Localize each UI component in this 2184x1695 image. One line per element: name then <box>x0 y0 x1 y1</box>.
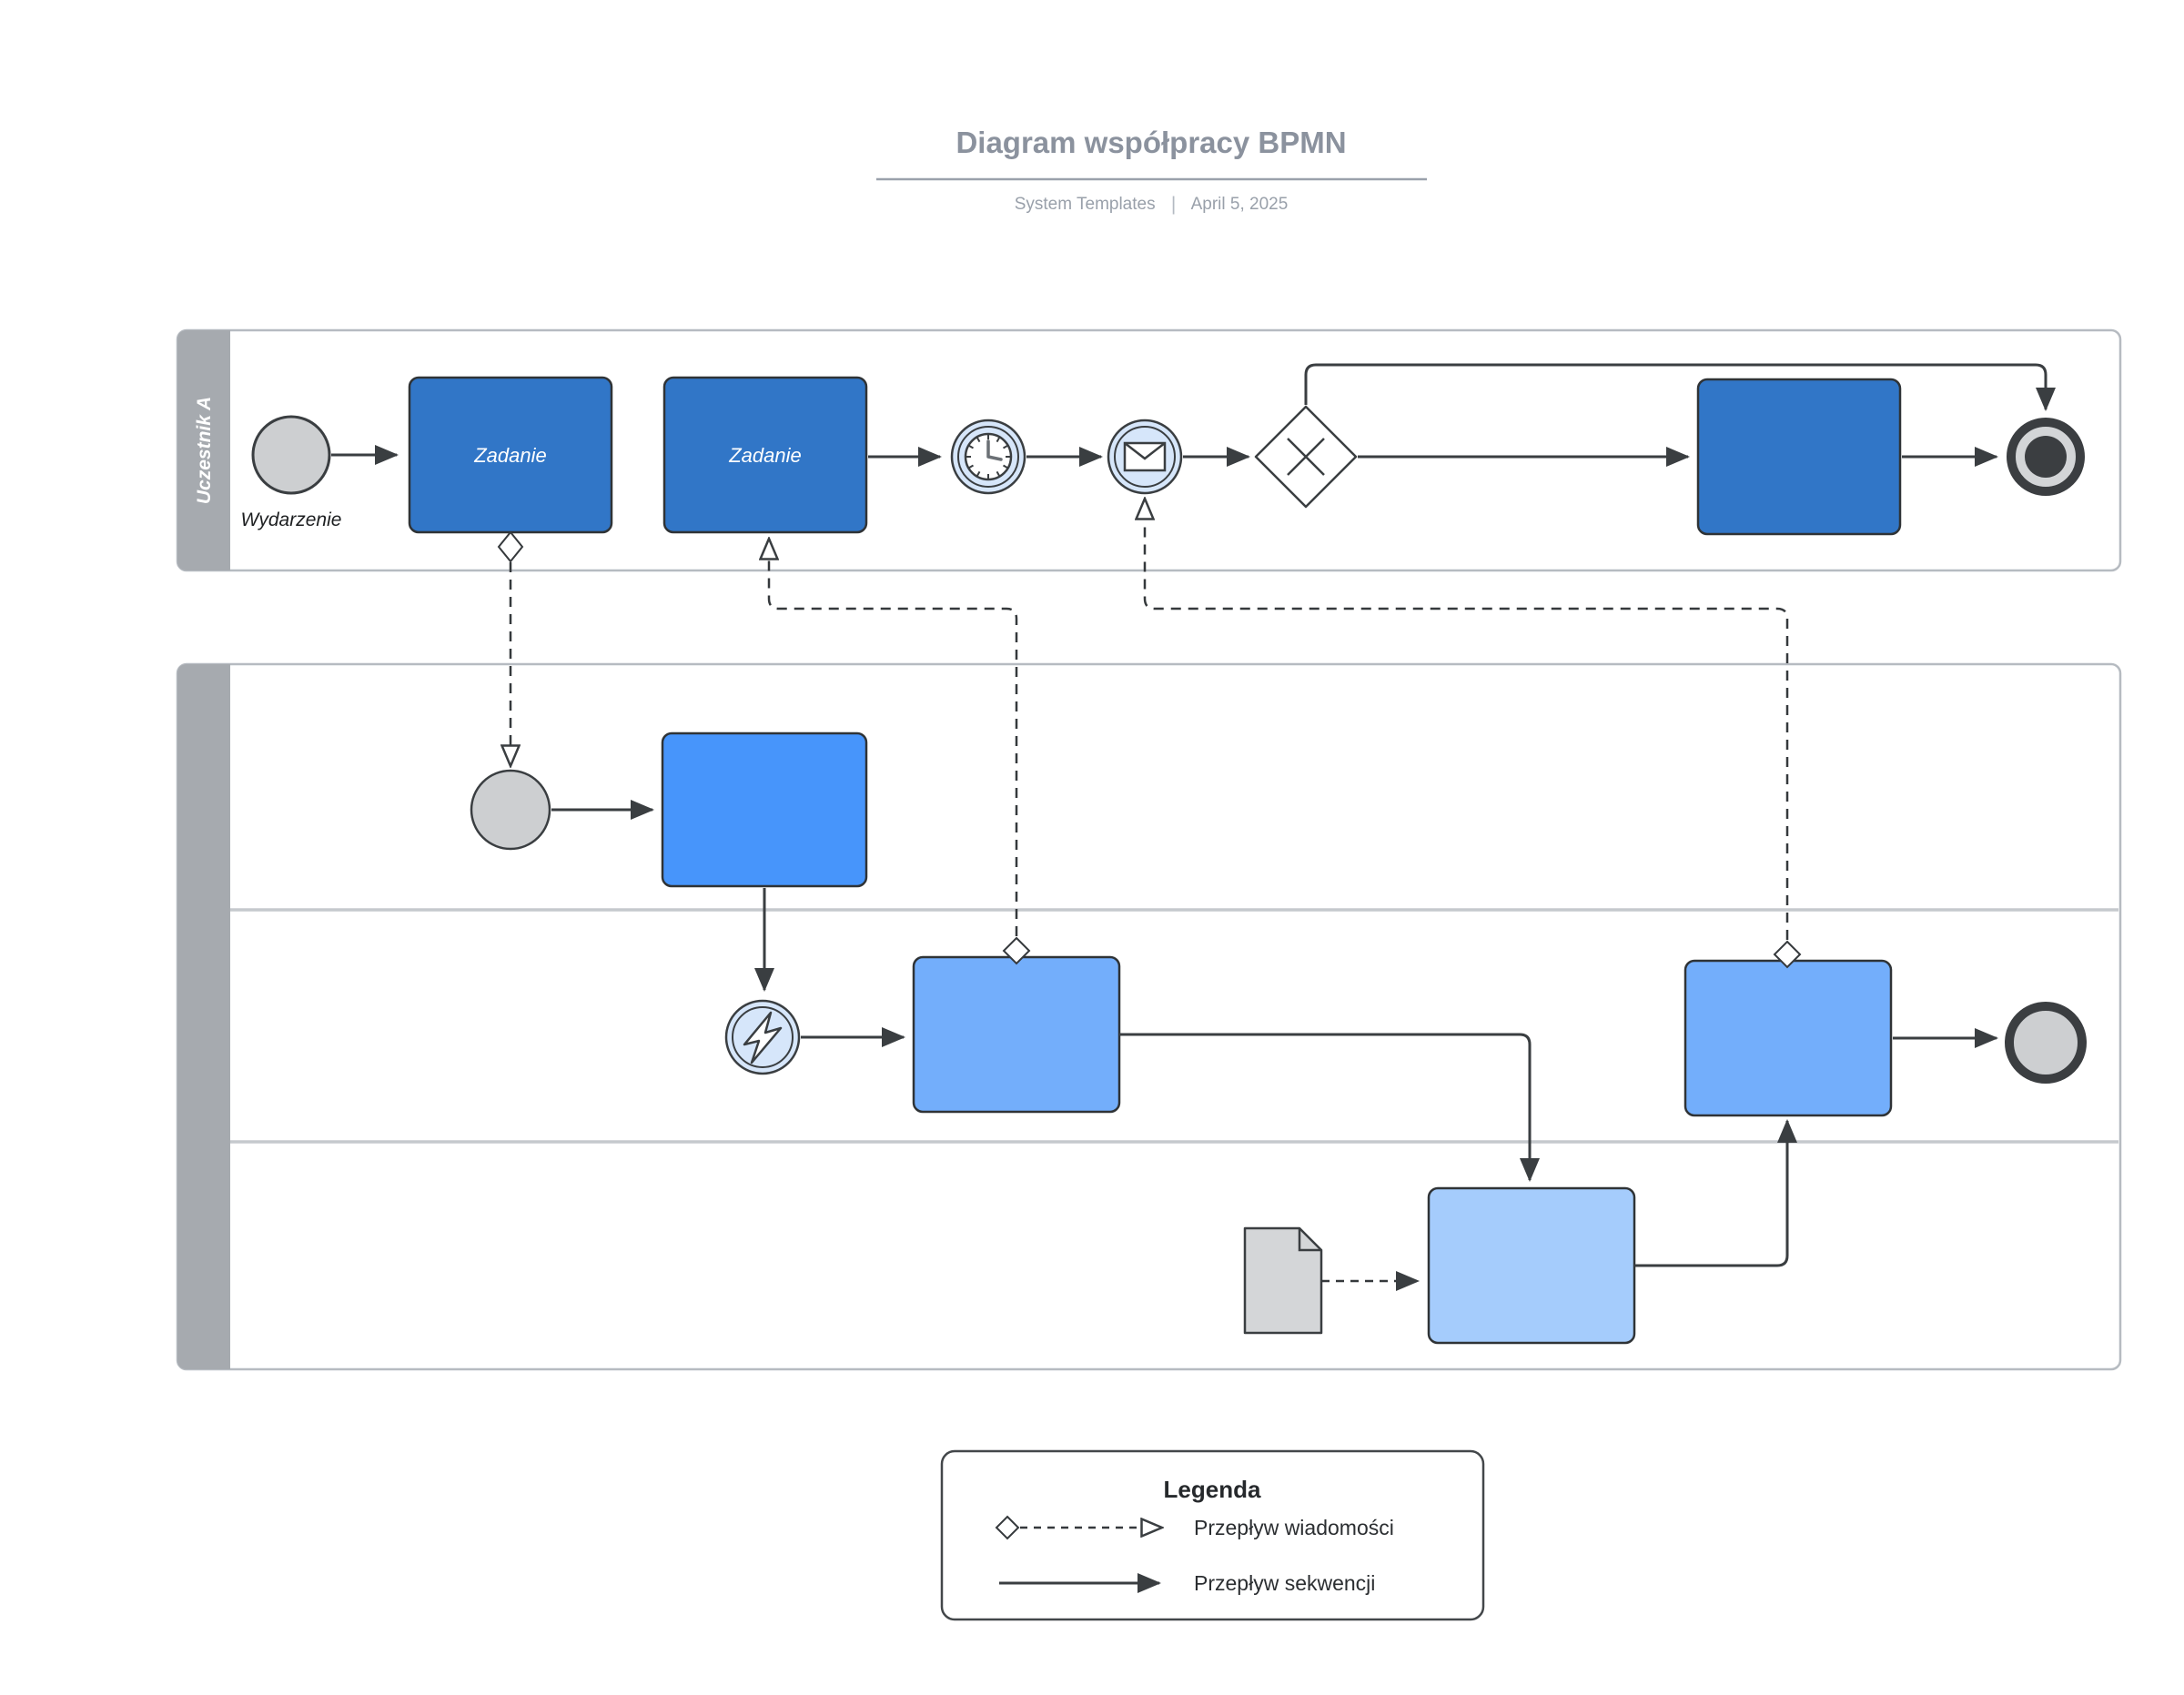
message-flow-task1-to-startb[interactable] <box>497 530 524 765</box>
task-2-label: Zadanie <box>728 444 802 467</box>
message-flow-source-diamond <box>1002 936 1031 965</box>
start-event-circle[interactable] <box>251 415 331 495</box>
data-object[interactable] <box>1243 1226 1323 1335</box>
subtitle-date: April 5, 2025 <box>1191 195 1289 214</box>
task-1-label: Zadanie <box>473 444 547 467</box>
legend-sequence-flow-label: Przepływ sekwencji <box>1194 1571 1375 1595</box>
pool-a-label: Uczestnik A <box>194 397 215 504</box>
pool-a-header-band[interactable] <box>177 330 230 570</box>
sequence-flow-gateway-to-end-loop[interactable] <box>1304 363 2056 411</box>
message-flow-source-diamond <box>497 530 524 563</box>
task-b3-lane2[interactable] <box>1684 959 1893 1117</box>
legend: Legenda Przepływ wiadomości Przepływ sek… <box>940 1449 1485 1621</box>
end-event-pool-b[interactable] <box>2005 1002 2087 1084</box>
legend-box <box>940 1449 1485 1621</box>
task-3-pool-a[interactable] <box>1696 378 1902 536</box>
gateway-x-icon <box>1287 438 1325 476</box>
task-b1-lane1[interactable] <box>661 731 868 888</box>
page-title: Diagram współpracy BPMN <box>956 126 1346 159</box>
task-b4-lane3[interactable] <box>1427 1186 1636 1345</box>
subtitle: System Templates | April 5, 2025 <box>1015 194 1289 215</box>
sequence-flow-taskb4-to-taskb3[interactable] <box>1634 1119 1797 1267</box>
sequence-flow-taskb2-to-taskb4[interactable] <box>1119 1033 1540 1182</box>
task-2-pool-a[interactable]: Zadanie <box>662 376 868 534</box>
subtitle-source: System Templates <box>1015 195 1156 214</box>
start-event-pool-b[interactable] <box>470 769 551 851</box>
legend-message-diamond-icon <box>995 1515 1020 1540</box>
clock-icon <box>964 432 1013 481</box>
legend-item-message-flow: Przepływ wiadomości <box>995 1515 1394 1540</box>
pool-b-header-band[interactable] <box>177 664 230 1369</box>
task-1-pool-a[interactable]: Zadanie <box>408 376 613 534</box>
end-event-pool-a[interactable] <box>2007 418 2085 496</box>
message-intermediate-event[interactable] <box>1107 419 1183 495</box>
message-flow-source-diamond <box>1773 940 1802 969</box>
lightning-bolt-icon <box>743 1011 783 1064</box>
document-icon[interactable] <box>1243 1226 1323 1335</box>
error-intermediate-event[interactable] <box>724 999 801 1075</box>
start-event-pool-a[interactable]: Wydarzenie <box>241 415 342 530</box>
task-b2-lane2[interactable] <box>912 955 1121 1114</box>
message-flow-taskb2-to-task2[interactable] <box>769 540 1031 965</box>
timer-intermediate-event[interactable] <box>950 419 1026 495</box>
subtitle-separator: | <box>1171 194 1176 215</box>
message-flow-taskb3-to-message-event[interactable] <box>1145 499 1802 969</box>
diagram-header: Diagram współpracy BPMN System Templates… <box>876 126 1427 215</box>
start-event-label: Wydarzenie <box>241 510 342 530</box>
legend-title: Legenda <box>1164 1476 1261 1503</box>
legend-item-sequence-flow: Przepływ sekwencji <box>999 1571 1375 1595</box>
document-fold-corner <box>1298 1228 1321 1252</box>
legend-message-flow-label: Przepływ wiadomości <box>1194 1516 1394 1539</box>
envelope-icon <box>1123 441 1167 472</box>
exclusive-gateway[interactable] <box>1254 405 1358 509</box>
